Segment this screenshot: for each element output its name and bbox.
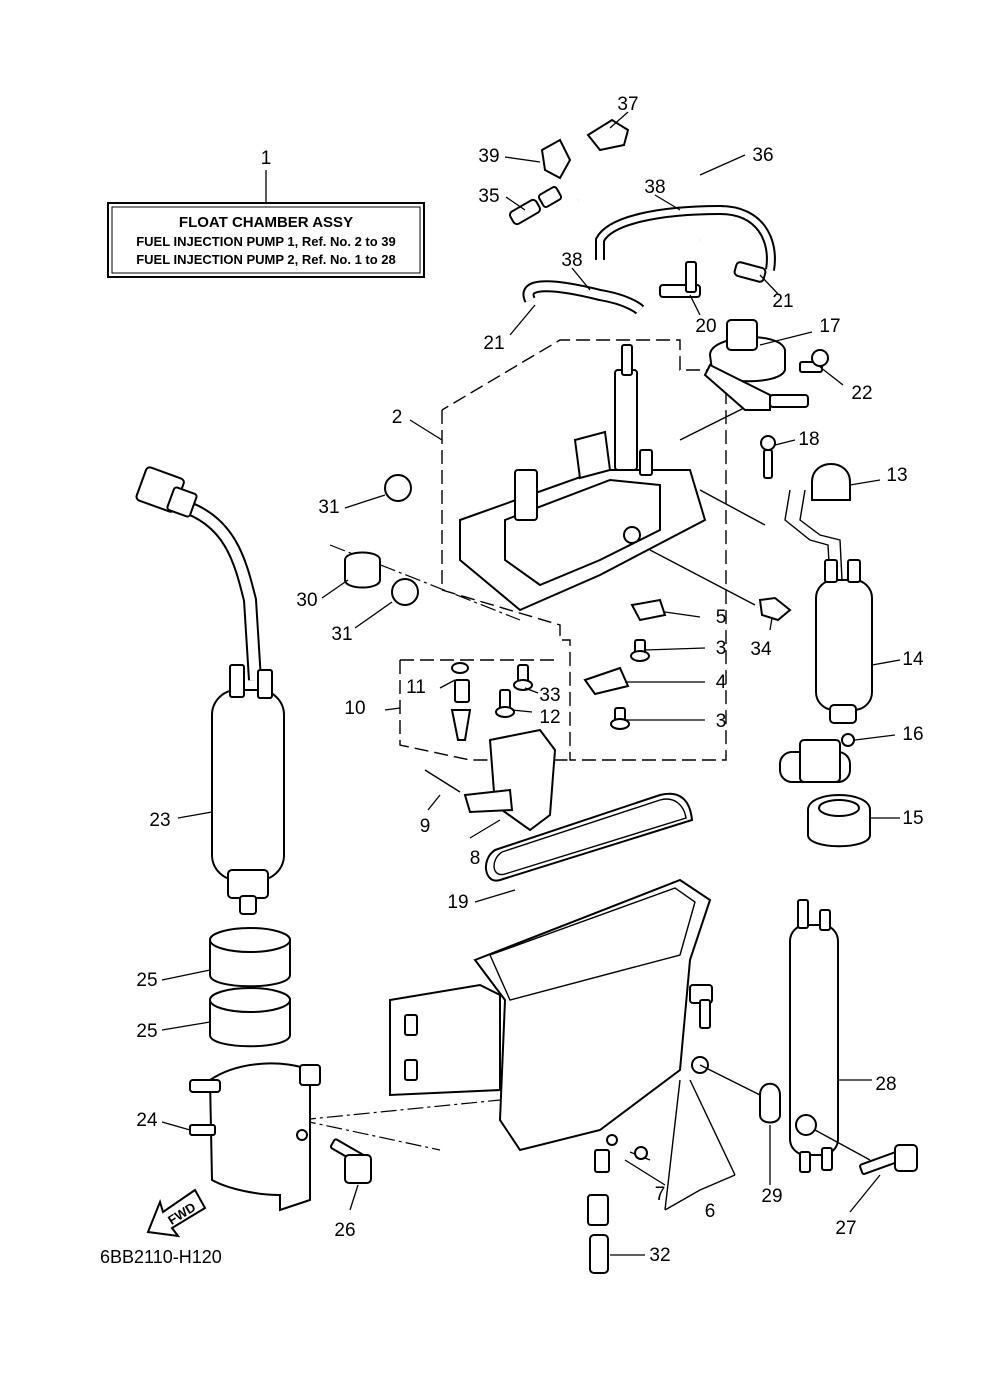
callout-14: 14	[902, 649, 924, 670]
callout-25-lower: 25	[136, 1021, 157, 1042]
callout-39: 39	[478, 146, 499, 167]
callout-10: 10	[344, 698, 365, 719]
float-chamber-body	[389, 878, 761, 1211]
callout-31-upper: 31	[318, 497, 339, 518]
callout-labels: 1 2 3 3 4 5 6 7 8 9 10 11 12 13 14 15 16…	[136, 94, 924, 1266]
fuel-pump-23	[135, 466, 285, 915]
callout-38-upper: 38	[644, 177, 665, 198]
callout-28: 28	[875, 1074, 896, 1095]
callout-4: 4	[716, 672, 727, 693]
callout-11: 11	[406, 677, 426, 698]
callout-1: 1	[261, 148, 272, 169]
callout-6: 6	[705, 1201, 716, 1222]
callout-30: 30	[296, 590, 317, 611]
callout-31-lower: 31	[331, 624, 352, 645]
callout-9: 9	[420, 816, 431, 837]
callout-32: 32	[649, 1245, 670, 1266]
callout-8: 8	[470, 848, 481, 869]
info-box-title: FLOAT CHAMBER ASSY	[179, 214, 353, 231]
damper-15	[807, 794, 900, 848]
info-box-line-1: FUEL INJECTION PUMP 1, Ref. No. 2 to 39	[136, 234, 396, 249]
callout-36: 36	[752, 145, 773, 166]
callout-22: 22	[851, 383, 872, 404]
rings-25	[161, 927, 291, 1048]
callout-15: 15	[902, 808, 923, 829]
callout-23: 23	[149, 810, 170, 831]
small-parts	[321, 474, 792, 839]
callout-24: 24	[136, 1110, 158, 1131]
diagram-code: 6BB2110-H120	[100, 1247, 222, 1267]
callout-21-right: 21	[772, 291, 793, 312]
callout-2: 2	[392, 407, 403, 428]
callout-26: 26	[334, 1220, 355, 1241]
hose-assembly	[504, 111, 780, 336]
callout-13: 13	[886, 465, 907, 486]
bolt-27	[814, 1129, 918, 1213]
callout-37: 37	[617, 94, 638, 115]
gasket-19	[474, 792, 694, 903]
callout-25-upper: 25	[136, 970, 157, 991]
callout-3-lower: 3	[716, 711, 727, 732]
callout-20: 20	[695, 316, 716, 337]
fuel-pump-14	[784, 463, 901, 724]
pressure-regulator	[703, 319, 844, 479]
callout-34: 34	[750, 639, 772, 660]
sleeve-32	[587, 1194, 645, 1274]
callout-5: 5	[716, 607, 727, 628]
float-chamber-cover	[409, 344, 766, 612]
pump-bracket-16	[779, 733, 896, 783]
callout-19: 19	[447, 892, 468, 913]
callout-38-lower: 38	[561, 250, 582, 271]
forward-direction-arrow: FWD	[146, 1188, 207, 1238]
grommet-29	[759, 1082, 781, 1185]
filter-28	[789, 899, 872, 1173]
callout-7: 7	[655, 1184, 666, 1205]
callout-33: 33	[539, 685, 560, 706]
callout-17: 17	[819, 316, 840, 337]
callout-35: 35	[478, 186, 499, 207]
callout-16: 16	[902, 724, 923, 745]
callout-18: 18	[798, 429, 819, 450]
callout-21-left: 21	[483, 333, 504, 354]
callout-12: 12	[539, 707, 560, 728]
float-chamber-info-box: FLOAT CHAMBER ASSY FUEL INJECTION PUMP 1…	[107, 170, 425, 278]
info-box-line-2: FUEL INJECTION PUMP 2, Ref. No. 1 to 28	[136, 252, 396, 267]
callout-27: 27	[835, 1218, 856, 1239]
holder-24	[161, 1062, 372, 1212]
callout-29: 29	[761, 1186, 782, 1207]
callout-3-upper: 3	[716, 638, 727, 659]
